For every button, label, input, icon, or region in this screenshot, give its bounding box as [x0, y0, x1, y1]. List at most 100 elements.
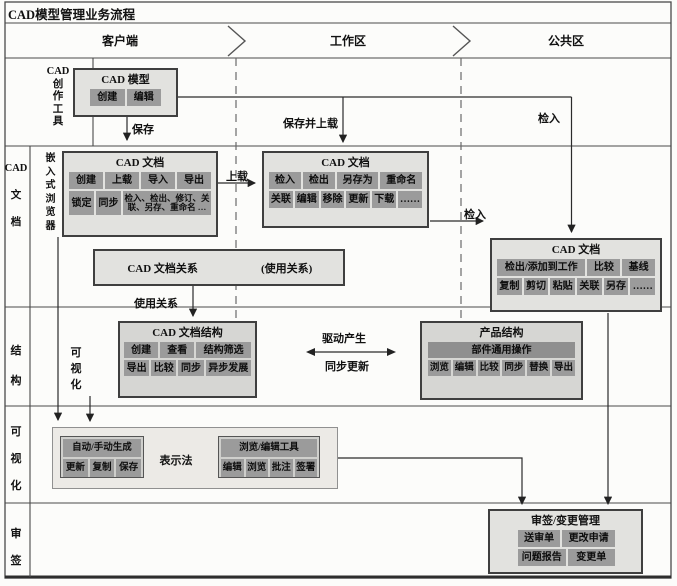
edge-label-checkin-top: 检入	[538, 113, 560, 125]
operation-chip: 上载	[105, 172, 139, 189]
box-title: CAD 模型	[101, 74, 150, 86]
operation-chip: 导入	[141, 172, 175, 189]
cad-document-structure-box: CAD 文档结构 创建 查看 结构筛选 导出 比较 同步 异步发展	[118, 321, 257, 398]
operation-chip: 送审单	[518, 530, 561, 547]
arrowhead-left	[306, 348, 315, 356]
operation-chip: 基线	[622, 259, 655, 276]
arrowhead-right	[387, 348, 396, 356]
operation-chip: 创建	[69, 172, 103, 189]
operation-chip: 导出	[552, 360, 575, 376]
embedded-browser-label: 嵌 入 式 浏 览 器	[45, 153, 56, 232]
operation-chip: ……	[630, 278, 656, 295]
operation-chip: 更新	[63, 459, 88, 477]
representation-label: 表示法	[159, 455, 193, 467]
lane-label-approval: 审 签	[10, 528, 22, 567]
operation-chip: 浏览	[428, 360, 451, 376]
operation-chip: 异步发展	[205, 360, 251, 376]
operation-chip: 替换	[527, 360, 551, 376]
lane-label-structure: 结 构	[10, 345, 22, 387]
operation-chip: 比较	[587, 259, 621, 276]
lane-label-cad-document: CAD 文 档	[4, 163, 28, 228]
operation-chip: 编辑	[126, 89, 161, 106]
box-title: 产品结构	[479, 327, 524, 339]
edge-label-checkin-mid: 检入	[464, 209, 486, 221]
column-header-public: 公共区	[547, 34, 584, 48]
use-relation-note: (使用关系)	[260, 262, 313, 275]
browse-edit-tools-box: 浏览/编辑工具 编辑 浏览 批注 签署	[218, 436, 320, 478]
product-structure-box: 产品结构 部件通用操作 浏览 编辑 比较 同步 替换 导出	[420, 321, 583, 400]
box-title: CAD 文档	[551, 244, 601, 256]
operation-chip: 更新	[346, 191, 371, 208]
operation-chip: 检出	[302, 172, 335, 189]
operation-chip: 重命名	[380, 172, 422, 189]
operation-chip: 导出	[177, 172, 211, 189]
operation-chip: 变更单	[567, 549, 615, 566]
lane-boundary-dashed-lines	[235, 58, 462, 326]
operation-chip: 创建	[124, 342, 159, 358]
operation-chip: 锁定	[69, 191, 94, 215]
operation-chip: 结构筛选	[196, 342, 252, 358]
operation-chip: 导出	[124, 360, 150, 376]
operation-chip: 复制	[497, 278, 522, 295]
operation-chip: 批注	[270, 459, 293, 477]
page-title: CAD模型管理业务流程	[8, 8, 136, 22]
operation-chip: 粘贴	[550, 278, 576, 295]
edge-label-drive-generate: 驱动产生	[322, 333, 366, 345]
operation-chip: 检入	[269, 172, 301, 189]
operation-chip: 下载	[372, 191, 397, 208]
operation-chip: 创建	[90, 89, 125, 106]
operation-chip: 问题报告	[518, 549, 566, 566]
arrow-visual-to-approval	[338, 457, 527, 506]
box-title: 浏览/编辑工具	[221, 439, 317, 457]
box-title: CAD 文档	[115, 157, 165, 169]
operation-chip: 编辑	[294, 191, 319, 208]
operation-chip: 编辑	[221, 459, 244, 477]
operation-chip: ……	[398, 191, 422, 208]
edge-label-save: 保存	[132, 124, 154, 136]
workspace-cad-document-box: CAD 文档 检入 检出 另存为 重命名 关联 编辑 移除 更新 下载 ……	[262, 151, 429, 228]
operation-chip: 移除	[320, 191, 345, 208]
operation-chip: 浏览	[245, 459, 268, 477]
auto-manual-generate-box: 自动/手动生成 更新 复制 保存	[60, 436, 144, 478]
operation-chip: 另存	[603, 278, 629, 295]
box-title: 审签/变更管理	[530, 515, 601, 527]
box-title: CAD 文档关系	[127, 262, 198, 275]
chevron-separator-icon	[452, 25, 472, 57]
column-header-client: 客户端	[101, 34, 138, 48]
edge-label-sync-update: 同步更新	[325, 361, 369, 373]
operation-chip: 检入、检出、修订、关联、另存、重命名 …	[122, 191, 212, 215]
operation-chip: 同步	[178, 360, 204, 376]
operation-chip: 签署	[294, 459, 317, 477]
operation-chip: 检出/添加到工作	[497, 259, 586, 276]
column-header-workspace: 工作区	[329, 34, 366, 48]
edge-label-upload: 上载	[226, 171, 248, 183]
approval-change-management-box: 审签/变更管理 送审单 更改申请 问题报告 变更单	[488, 509, 643, 574]
edge-label-save-and-upload: 保存并上载	[283, 118, 338, 130]
operation-chip: 关联	[577, 278, 602, 295]
lane-label-column-lines	[29, 58, 94, 577]
common-part-operations-header: 部件通用操作	[428, 342, 575, 358]
box-title: CAD 文档结构	[152, 327, 223, 339]
cad-document-relation-box: CAD 文档关系 (使用关系)	[93, 249, 345, 286]
lane-label-cad-authoring-tools: CAD 创 作 工 具	[46, 66, 70, 127]
operation-chip: 更改申请	[562, 530, 615, 547]
operation-chip: 查看	[160, 342, 195, 358]
operation-chip: 剪切	[523, 278, 549, 295]
box-title: CAD 文档	[321, 157, 370, 169]
lane-label-visualization: 可 视 化	[10, 426, 22, 492]
chevron-separator-icon	[227, 25, 247, 57]
client-cad-document-box: CAD 文档 创建 上载 导入 导出 锁定 同步 检入、检出、修订、关联、另存、…	[62, 151, 218, 237]
operation-chip: 保存	[116, 459, 142, 477]
cad-model-box: CAD 模型 创建 编辑	[73, 68, 178, 117]
operation-chip: 同步	[95, 191, 121, 215]
operation-chip: 同步	[502, 360, 526, 376]
operation-chip: 编辑	[452, 360, 476, 376]
operation-chip: 比较	[151, 360, 177, 376]
box-title: 自动/手动生成	[63, 439, 141, 457]
edge-label-use-relation: 使用关系	[134, 298, 178, 310]
operation-chip: 比较	[477, 360, 501, 376]
edge-label-visualize: 可 视 化	[70, 347, 82, 391]
operation-chip: 关联	[269, 191, 293, 208]
